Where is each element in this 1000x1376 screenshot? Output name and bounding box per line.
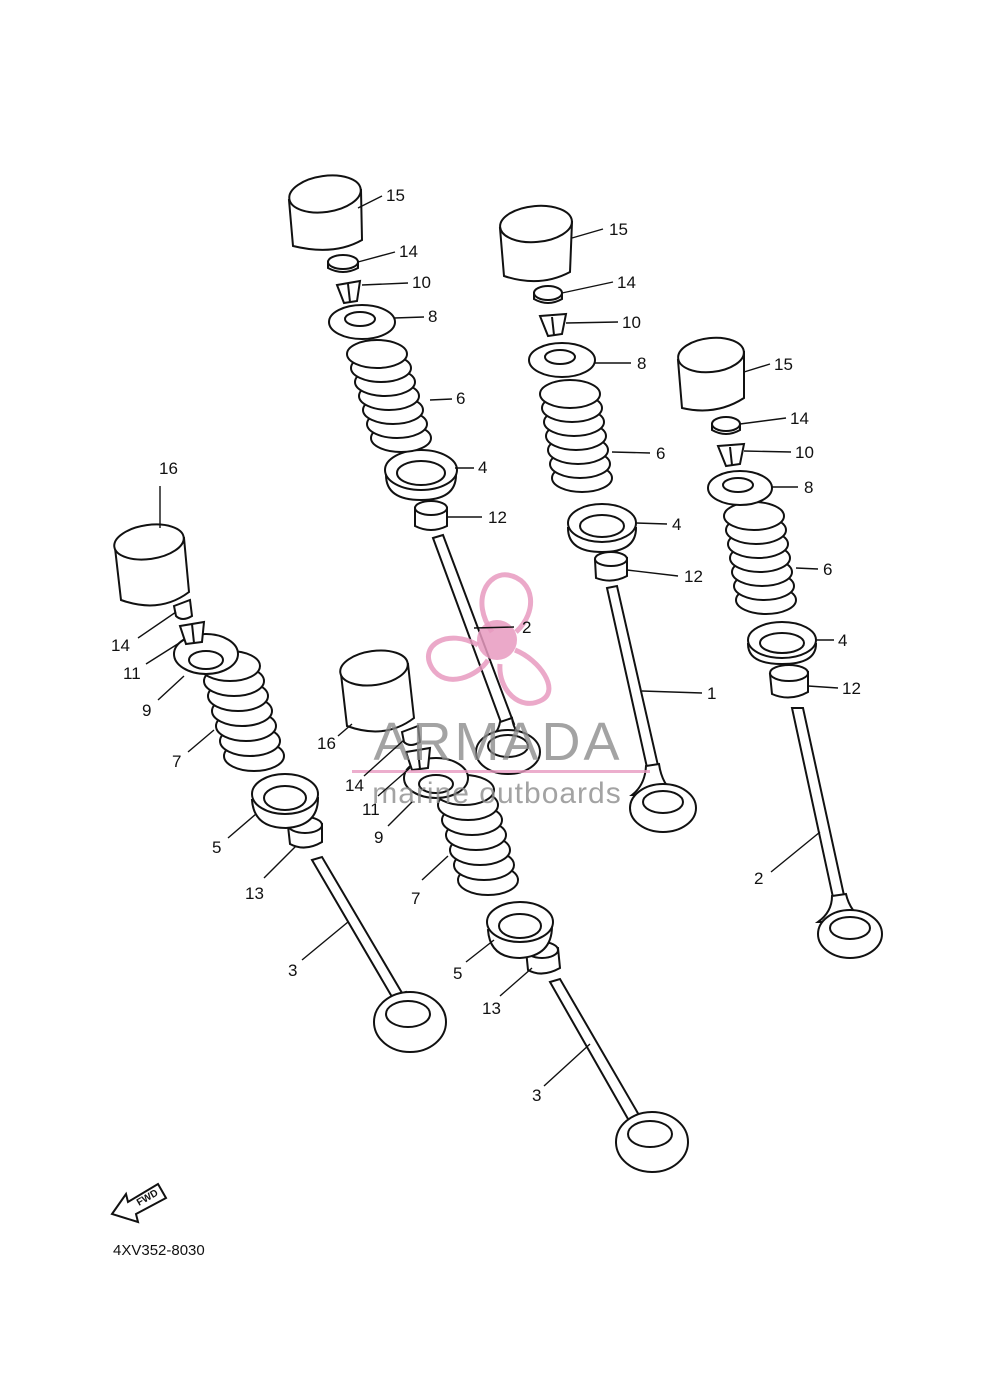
valve-cotter-e — [404, 746, 432, 772]
callout-labels: 15 14 10 8 6 4 12 2 15 14 10 8 6 4 12 1 … — [111, 186, 861, 1105]
valve-spring-a — [346, 339, 432, 453]
callout-4: 4 — [478, 458, 487, 477]
callout-3: 3 — [288, 961, 297, 980]
valve-shim-d — [172, 598, 194, 620]
callout-1: 1 — [707, 684, 716, 703]
valve-spring-b — [539, 379, 613, 493]
callout-10: 10 — [622, 313, 641, 332]
valve-shim-a — [327, 254, 359, 273]
leader-lines — [137, 195, 839, 1087]
callout-13: 13 — [482, 999, 501, 1018]
callout-10: 10 — [795, 443, 814, 462]
diagram-code: 4XV352-8030 — [113, 1242, 205, 1259]
callout-9: 9 — [142, 701, 151, 720]
valve-lifter-c — [676, 336, 745, 412]
callout-7: 7 — [172, 752, 181, 771]
valve-lifter-d — [113, 523, 191, 607]
callout-6: 6 — [656, 444, 665, 463]
fwd-arrow-icon: FWD — [110, 1182, 168, 1224]
propeller-logo — [426, 572, 552, 706]
callout-6: 6 — [456, 389, 465, 408]
valve-cotter-d — [178, 620, 206, 646]
watermark-tagline: marine outboards — [372, 777, 621, 810]
valve-lifter-b — [498, 204, 574, 283]
callout-8: 8 — [804, 478, 813, 497]
valve-cotter-c — [716, 442, 746, 468]
callout-15: 15 — [774, 355, 793, 374]
valve-cotter-b — [538, 312, 568, 338]
callout-14: 14 — [617, 273, 636, 292]
valve-c — [790, 707, 883, 959]
callout-14: 14 — [790, 409, 809, 428]
callout-12: 12 — [684, 567, 703, 586]
valve-assembly-b — [498, 204, 697, 833]
spring-retainer-a — [328, 304, 396, 340]
spring-retainer-c — [707, 470, 773, 506]
spring-seat-e — [486, 901, 554, 960]
valve-cotter-a — [335, 279, 362, 305]
valve-a — [431, 533, 541, 775]
callout-14: 14 — [399, 242, 418, 261]
callout-9: 9 — [374, 828, 383, 847]
callout-16: 16 — [317, 734, 336, 753]
callout-8: 8 — [637, 354, 646, 373]
callout-10: 10 — [412, 273, 431, 292]
spring-seat-b — [566, 503, 638, 554]
valve-assembly-a — [287, 174, 541, 775]
callout-6: 6 — [823, 560, 832, 579]
valve-b — [605, 584, 697, 833]
callout-4: 4 — [838, 631, 847, 650]
valve-shim-e — [400, 724, 422, 746]
callout-3: 3 — [532, 1086, 541, 1105]
valve-assembly-d — [113, 523, 447, 1053]
stem-seal-a — [414, 500, 448, 531]
callout-11: 11 — [123, 664, 141, 683]
armada-watermark: ARMADA marine outboards — [352, 572, 650, 810]
valve-spring-c — [723, 501, 797, 615]
valve-shim-c — [711, 416, 741, 435]
spring-seat-d — [250, 773, 320, 830]
spring-seat-a — [384, 449, 458, 502]
callout-11: 11 — [362, 800, 380, 819]
watermark-underline — [352, 770, 650, 773]
valve-lifter-e — [339, 649, 416, 733]
watermark-brand: ARMADA — [373, 712, 622, 772]
callout-7: 7 — [411, 889, 420, 908]
callout-12: 12 — [842, 679, 861, 698]
valve-assembly-c — [676, 336, 883, 959]
valve-e — [548, 977, 689, 1173]
stem-seal-c — [768, 664, 809, 699]
stem-seal-b — [593, 551, 628, 582]
callout-13: 13 — [245, 884, 264, 903]
spring-retainer-b — [528, 342, 596, 378]
callout-5: 5 — [453, 964, 462, 983]
valve-spring-e — [433, 774, 519, 896]
callout-8: 8 — [428, 307, 437, 326]
callout-14: 14 — [111, 636, 130, 655]
valve-d — [310, 855, 447, 1053]
callout-15: 15 — [609, 220, 628, 239]
callout-5: 5 — [212, 838, 221, 857]
propeller-hub — [477, 620, 517, 660]
spring-seat-c — [746, 621, 818, 666]
callout-16: 16 — [159, 459, 178, 478]
callout-12: 12 — [488, 508, 507, 527]
callout-15: 15 — [386, 186, 405, 205]
valve-shim-b — [533, 285, 563, 304]
valve-lifter-a — [287, 174, 364, 251]
callout-2: 2 — [754, 869, 763, 888]
callout-2: 2 — [522, 618, 531, 637]
callout-14: 14 — [345, 776, 364, 795]
callout-4: 4 — [672, 515, 681, 534]
